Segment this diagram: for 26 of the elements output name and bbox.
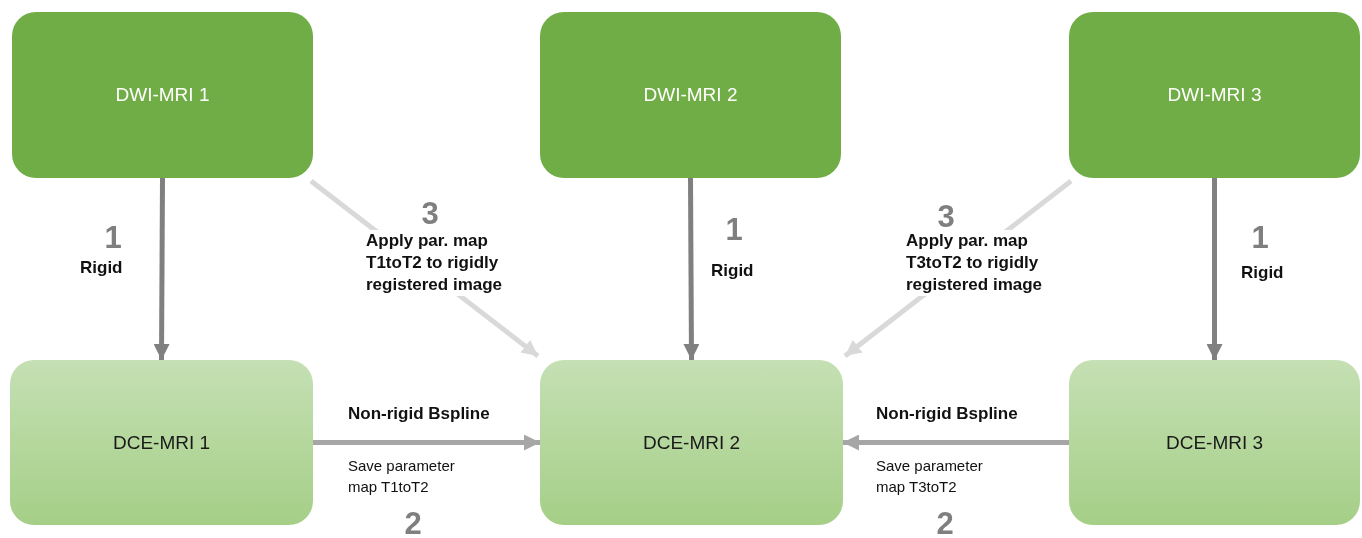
image-box	[12, 12, 313, 178]
node-label: DWI-MRI 1	[115, 84, 210, 106]
arrow	[683, 178, 700, 360]
target-image-box	[1069, 360, 1360, 525]
note-text: Save parameter map T1toT2	[348, 456, 456, 497]
step-number: 2	[403, 508, 423, 538]
arrow	[1206, 178, 1223, 360]
arrow	[153, 178, 170, 360]
arrow	[843, 434, 1069, 451]
step-number: 3	[936, 201, 956, 232]
step-number: 1	[1250, 222, 1270, 253]
node-label: DWI-MRI 3	[1167, 84, 1262, 106]
target-image-box	[540, 360, 843, 525]
node-label: DCE-MRI 2	[642, 431, 741, 454]
step-number: 1	[724, 214, 744, 245]
target-image-box	[10, 360, 313, 525]
image-box	[540, 12, 841, 178]
step-number: 3	[420, 198, 440, 229]
node-label: DCE-MRI 1	[112, 431, 211, 454]
step-number: 1	[103, 222, 123, 253]
step-number: 2	[935, 508, 955, 538]
node-label: DCE-MRI 3	[1165, 431, 1264, 454]
image-box	[1069, 12, 1360, 178]
node-label: DWI-MRI 2	[643, 84, 738, 106]
arrow	[313, 434, 540, 451]
note-text: Save parameter map T3toT2	[876, 456, 984, 497]
